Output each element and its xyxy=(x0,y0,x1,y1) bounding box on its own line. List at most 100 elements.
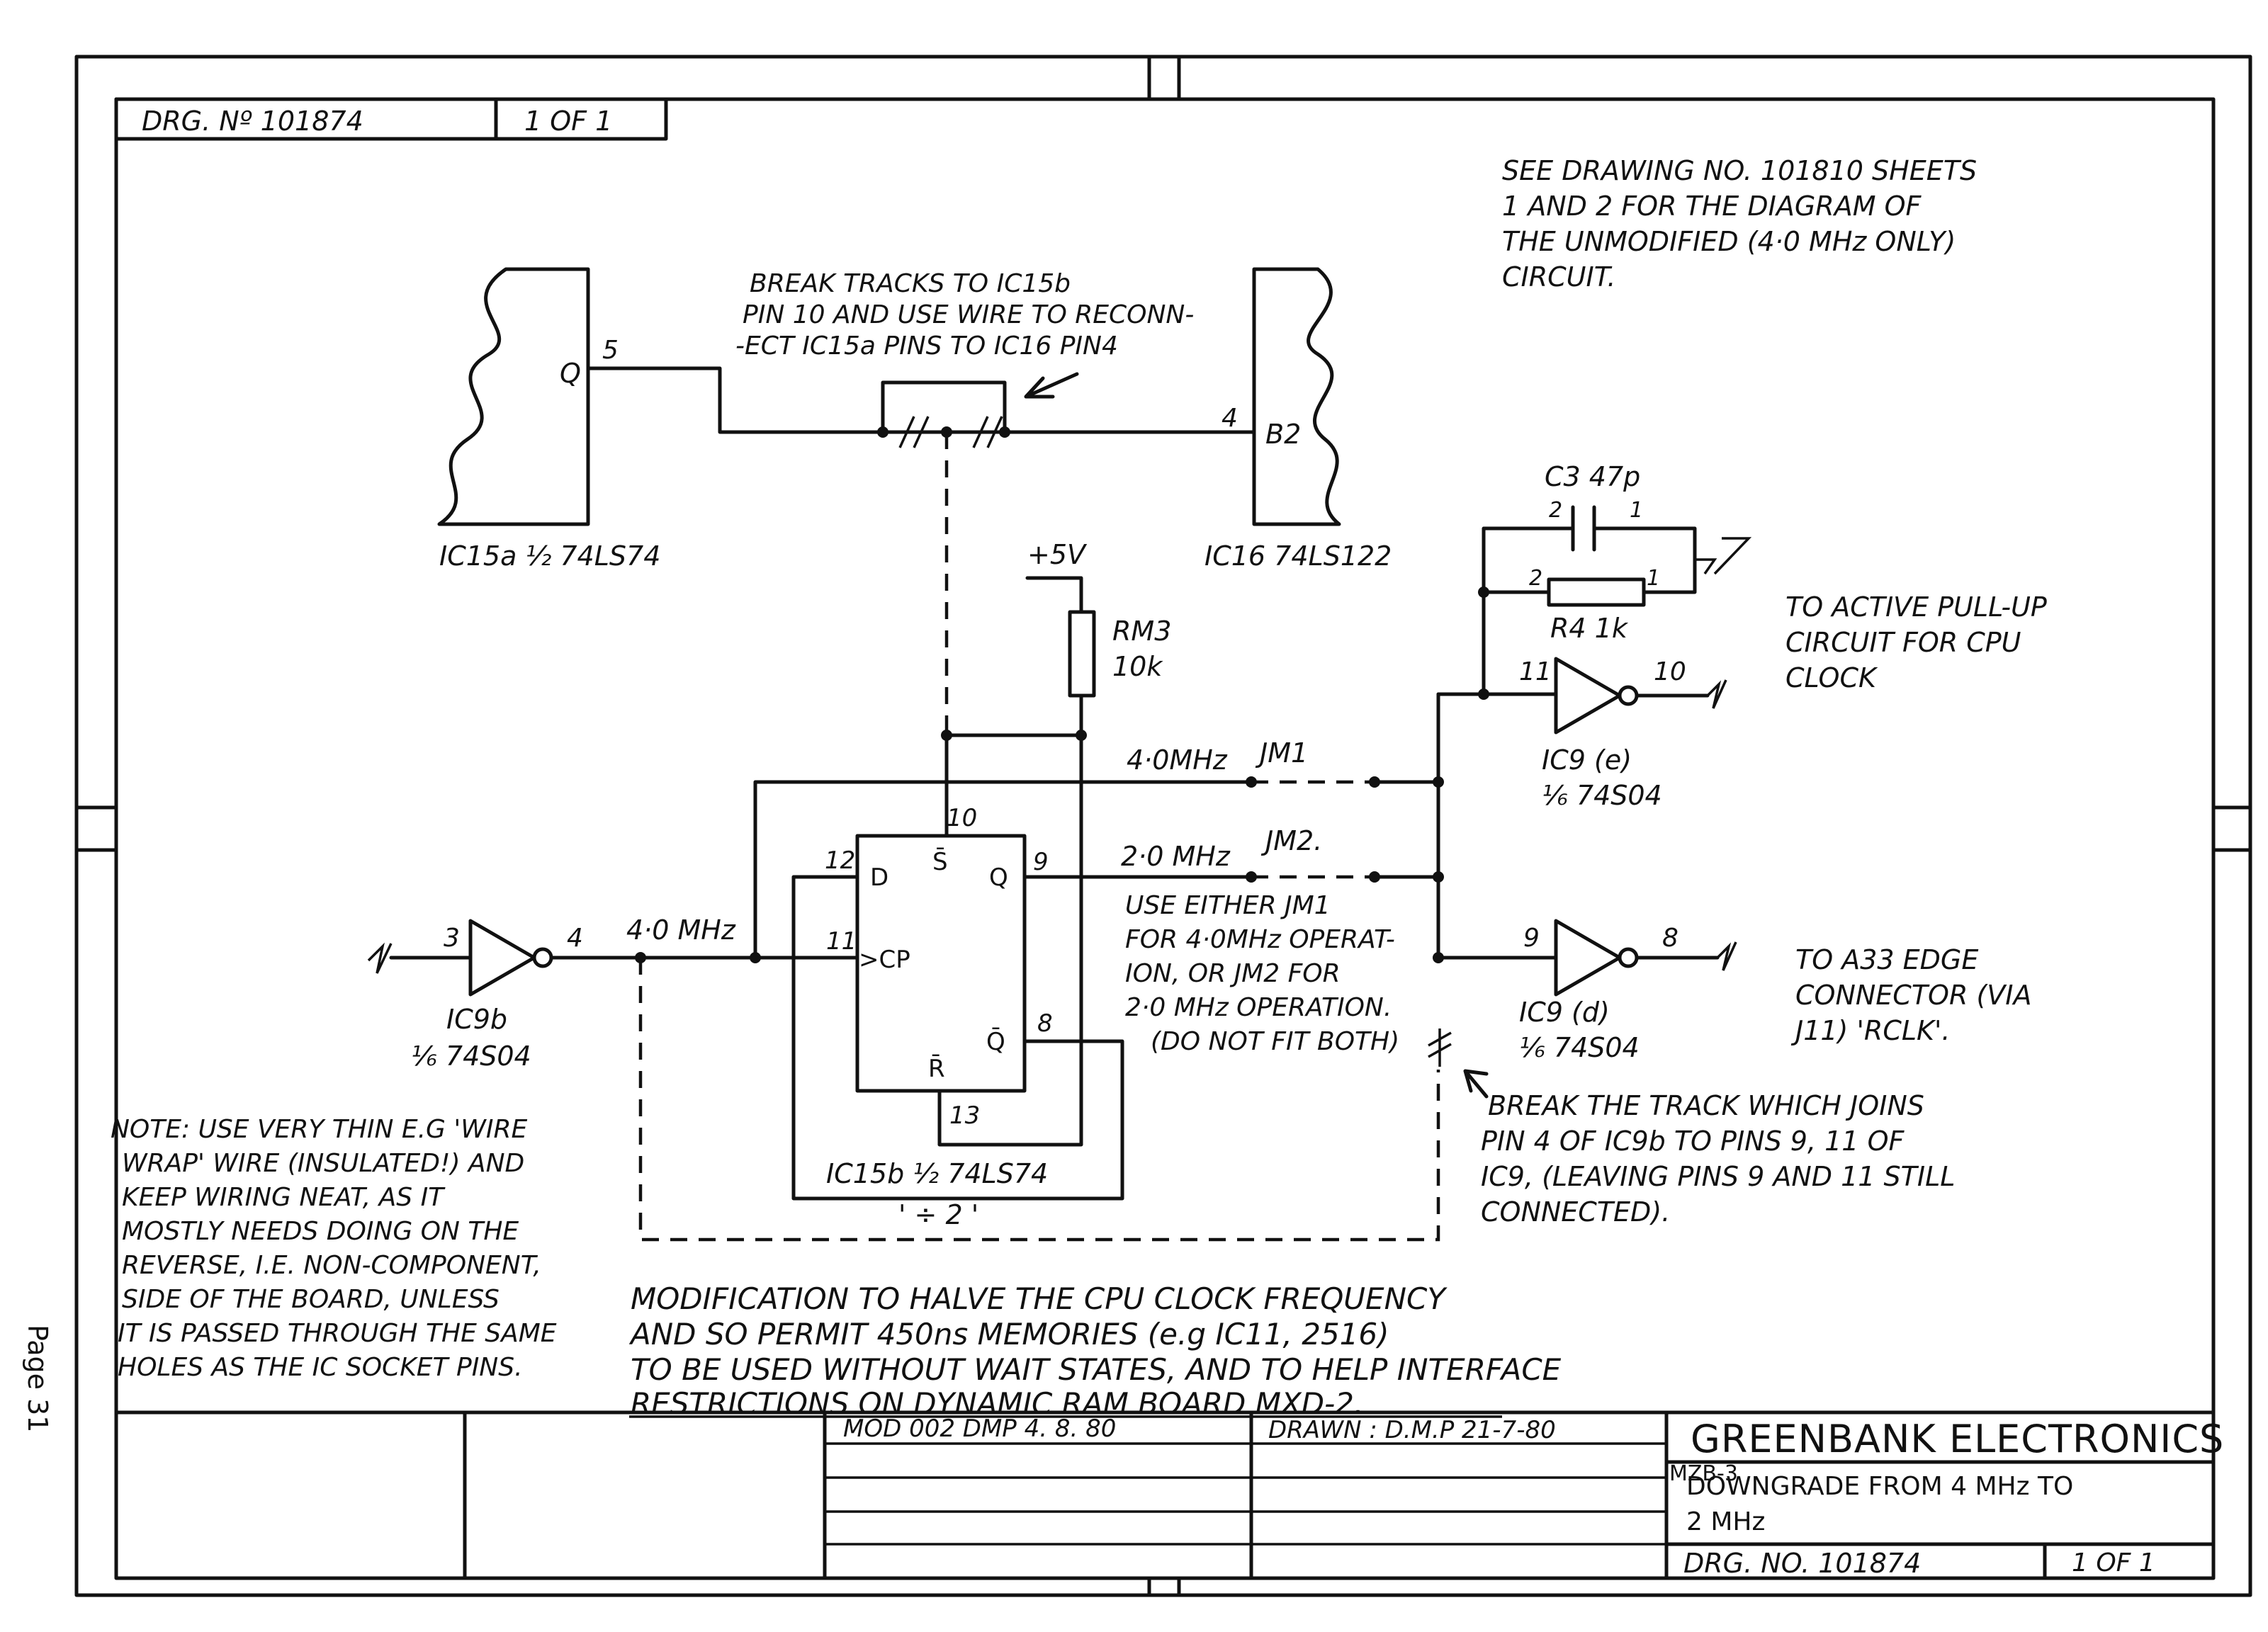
break-track-line: BREAK THE TRACK WHICH JOINS xyxy=(1488,1090,1924,1121)
rm3-name: RM3 xyxy=(1112,616,1171,647)
reference-note-line: 1 AND 2 FOR THE DIAGRAM OF xyxy=(1502,191,1922,222)
header-sheet: 1 OF 1 xyxy=(524,106,612,137)
ic15b-flipflop: D >CP S̄ Q R̄ Q̄ 12 11 10 9 8 13 IC15b ½… xyxy=(791,730,1124,1230)
pull-up-line: CLOCK xyxy=(1785,662,1878,693)
jumper-usage-line: FOR 4·0MHz OPERAT- xyxy=(1125,925,1395,954)
break-track-line: CONNECTED). xyxy=(1481,1196,1670,1228)
c3-capacitor: C3 47p 2 1 xyxy=(1482,461,1752,594)
ic15a-pin-number: 5 xyxy=(602,336,619,365)
modification-line: TO BE USED WITHOUT WAIT STATES, AND TO H… xyxy=(631,1352,1562,1387)
ic15b-r-pin: R̄ xyxy=(928,1054,945,1083)
ic15a-q-pin: Q xyxy=(560,358,581,389)
wiring-note: NOTE: USE VERY THIN E.G 'WIRE WRAP' WIRE… xyxy=(111,1115,557,1382)
supply-label: +5V xyxy=(1027,539,1088,570)
jumper-usage-line: ION, OR JM2 FOR xyxy=(1125,959,1341,988)
wiring-note-line: MOSTLY NEEDS DOING ON THE xyxy=(122,1217,519,1246)
break-track-join-note: BREAK THE TRACK WHICH JOINS PIN 4 OF IC9… xyxy=(1481,1090,1955,1228)
wiring-note-line: REVERSE, I.E. NON-COMPONENT, xyxy=(122,1251,541,1280)
header-drawing-number: DRG. Nº 101874 xyxy=(142,106,363,137)
jm2-label: JM2. xyxy=(1260,825,1322,856)
ic15a-ic16-wiring xyxy=(586,366,1256,734)
ic15b-pin-8: 8 xyxy=(1037,1009,1053,1038)
rm3-resistor: +5V RM3 10k xyxy=(1025,539,1171,737)
jumper-usage-note: USE EITHER JM1 FOR 4·0MHz OPERAT- ION, O… xyxy=(1125,891,1399,1056)
ic15a-label: IC15a ½ 74LS74 xyxy=(439,540,660,572)
ic15b-d-pin: D xyxy=(870,863,888,892)
c3-pin-2: 2 xyxy=(1549,498,1562,523)
ic15b-qbar-pin: Q̄ xyxy=(986,1027,1005,1056)
page-number: Page 31 xyxy=(22,1325,53,1432)
ic15a-chip: Q 5 IC15a ½ 74LS74 xyxy=(437,267,660,572)
ic9d-inverter: 9 8 IC9 (d) ⅙ 74S04 xyxy=(1436,919,1737,1063)
ic9b-label: IC9b xyxy=(446,1004,507,1035)
break-track-line: IC9, (LEAVING PINS 9 AND 11 STILL xyxy=(1481,1161,1955,1192)
ic9e-pin-in: 11 xyxy=(1519,657,1552,686)
ic9e-type: ⅙ 74S04 xyxy=(1542,780,1662,811)
modification-line: RESTRICTIONS ON DYNAMIC RAM BOARD MXD-2. xyxy=(631,1386,1363,1421)
wiring-note-line: HOLES AS THE IC SOCKET PINS. xyxy=(118,1353,523,1382)
ic9b-inverter: 3 4 4·0 MHz IC9b ⅙ 74S04 xyxy=(367,914,859,1072)
company-name: GREENBANK ELECTRONICS xyxy=(1691,1417,2224,1461)
title-block-sheet: 1 OF 1 xyxy=(2072,1548,2155,1577)
ic9d-label: IC9 (d) xyxy=(1519,997,1610,1028)
jumper-network: 4·0MHz JM1 2·0 MHz JM2. xyxy=(753,692,1444,963)
ic9d-type: ⅙ 74S04 xyxy=(1519,1032,1640,1063)
ic9b-pin-out: 4 xyxy=(567,924,583,953)
edge-connector-line: CONNECTOR (VIA xyxy=(1795,980,2031,1011)
title-block: MOD 002 DMP 4. 8. 80 DRAWN : D.M.P 21-7-… xyxy=(114,1410,2224,1580)
drawing-frame xyxy=(74,55,2252,1597)
break-tracks-note: BREAK TRACKS TO IC15b PIN 10 AND USE WIR… xyxy=(735,269,1194,399)
title-block-mod: MOD 002 DMP 4. 8. 80 xyxy=(843,1415,1116,1443)
dashed-rewire-loop xyxy=(638,958,1440,1242)
ic15b-label: IC15b ½ 74LS74 xyxy=(826,1158,1048,1189)
wiring-note-line: SIDE OF THE BOARD, UNLESS xyxy=(122,1285,500,1314)
drawing-title-line-2: 2 MHz xyxy=(1686,1507,1765,1536)
jm1-frequency: 4·0MHz xyxy=(1127,744,1228,776)
break-tracks-line: PIN 10 AND USE WIRE TO RECONN- xyxy=(743,300,1194,329)
clock-in-frequency: 4·0 MHz xyxy=(626,914,736,946)
ic9e-label: IC9 (e) xyxy=(1542,744,1632,776)
reference-note-line: CIRCUIT. xyxy=(1502,261,1615,293)
wiring-note-line: IT IS PASSED THROUGH THE SAME xyxy=(118,1319,557,1348)
break-track-line: PIN 4 OF IC9b TO PINS 9, 11 OF xyxy=(1481,1126,1905,1157)
ic15b-pin-11: 11 xyxy=(826,927,857,956)
modification-line: AND SO PERMIT 450ns MEMORIES (e.g IC11, … xyxy=(628,1317,1389,1352)
modification-note: MODIFICATION TO HALVE THE CPU CLOCK FREQ… xyxy=(628,1281,1562,1421)
ic15b-pin-12: 12 xyxy=(825,846,855,875)
ic16-chip: B2 4 IC16 74LS122 xyxy=(1204,267,1392,572)
pull-up-note: TO ACTIVE PULL-UP CIRCUIT FOR CPU CLOCK xyxy=(1785,591,2047,693)
modification-line: MODIFICATION TO HALVE THE CPU CLOCK FREQ… xyxy=(631,1281,1448,1316)
ic9b-type: ⅙ 74S04 xyxy=(411,1041,531,1072)
ic9d-pin-in: 9 xyxy=(1523,924,1540,953)
jumper-usage-line: (DO NOT FIT BOTH) xyxy=(1151,1027,1399,1056)
r4-pin-2: 2 xyxy=(1529,566,1542,591)
ic15b-divider: ' ÷ 2 ' xyxy=(898,1199,978,1230)
edge-connector-line: J11) 'RCLK'. xyxy=(1790,1015,1950,1046)
ic9e-pin-out: 10 xyxy=(1654,657,1686,686)
r4-pin-1: 1 xyxy=(1647,566,1660,591)
ic15b-cp-pin: >CP xyxy=(859,946,910,974)
pull-up-line: TO ACTIVE PULL-UP xyxy=(1785,591,2047,623)
wiring-note-line: WRAP' WIRE (INSULATED!) AND xyxy=(122,1149,524,1178)
edge-connector-line: TO A33 EDGE xyxy=(1795,944,1978,975)
ic16-pin-number: 4 xyxy=(1222,404,1238,433)
r4-resistor: 2 1 R4 1k xyxy=(1478,557,1697,644)
c3-pin-1: 1 xyxy=(1630,498,1643,523)
break-tracks-line: -ECT IC15a PINS TO IC16 PIN4 xyxy=(735,332,1118,361)
ic9d-pin-out: 8 xyxy=(1662,924,1679,953)
ic15b-pin-10: 10 xyxy=(947,804,977,832)
wiring-note-line: KEEP WIRING NEAT, AS IT xyxy=(122,1183,446,1212)
rm3-value: 10k xyxy=(1112,651,1163,682)
reference-note: SEE DRAWING NO. 101810 SHEETS 1 AND 2 FO… xyxy=(1502,155,1977,293)
jumper-usage-line: 2·0 MHz OPERATION. xyxy=(1125,993,1392,1022)
ic16-b2-pin: B2 xyxy=(1265,419,1301,450)
jm1-label: JM1 xyxy=(1255,737,1308,769)
header-box: DRG. Nº 101874 1 OF 1 xyxy=(114,97,668,141)
title-block-ref: MZB-3 xyxy=(1669,1461,1738,1486)
title-block-drawing-number: DRG. NO. 101874 xyxy=(1683,1548,1921,1579)
pull-up-line: CIRCUIT FOR CPU xyxy=(1785,627,2021,658)
ic15b-pin-9: 9 xyxy=(1033,848,1049,876)
drawing-title-line-1: DOWNGRADE FROM 4 MHz TO xyxy=(1686,1472,2073,1501)
ic16-label: IC16 74LS122 xyxy=(1204,540,1392,572)
